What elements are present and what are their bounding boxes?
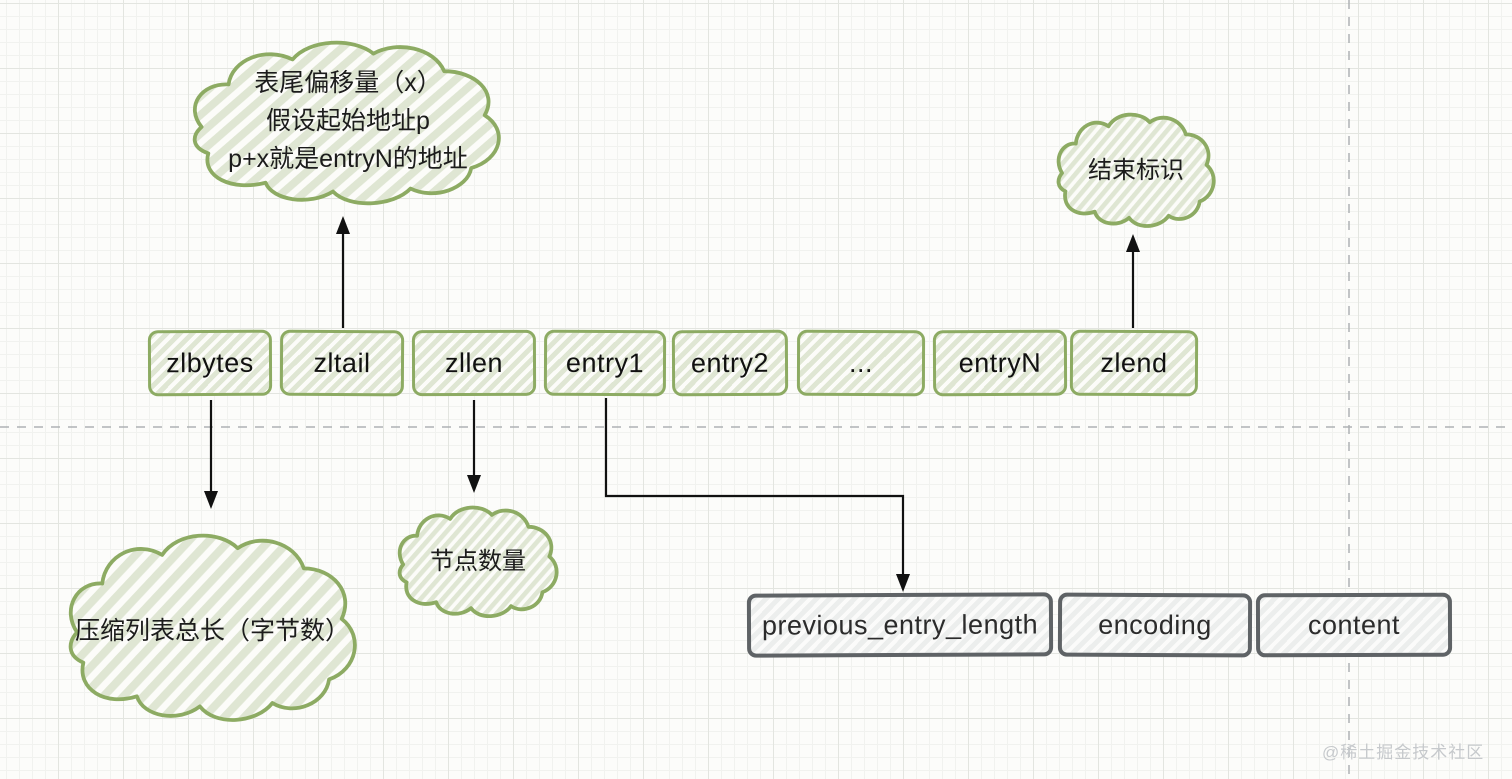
- cloud-zllen-note: [400, 507, 557, 616]
- cloud-zlend-note: [1059, 115, 1214, 226]
- cell-encoding: encoding: [1057, 592, 1253, 658]
- arrow-zlend-to-note: [1126, 234, 1140, 328]
- cell-zltail: zltail: [279, 329, 405, 397]
- cell-content: content: [1255, 592, 1453, 658]
- cloud-zlbytes-note: [71, 536, 355, 720]
- cell-previous-entry-length: previous_entry_length: [746, 592, 1054, 658]
- cloud-zltail-note: [195, 43, 499, 204]
- arrow-entry1-to-entry-detail: [604, 398, 910, 592]
- cell-zllen: zllen: [411, 329, 537, 397]
- juejin-watermark: @稀土掘金技术社区: [1322, 743, 1485, 762]
- arrow-zlbytes-to-note: [204, 400, 218, 509]
- cell-entry1: entry1: [543, 329, 667, 397]
- cell-entry2: entry2: [671, 329, 789, 397]
- arrow-zltail-to-note: [336, 216, 350, 328]
- cell-entryN: entryN: [932, 329, 1068, 397]
- cell-ellipsis: ...: [796, 329, 926, 397]
- arrow-zllen-to-note: [467, 400, 481, 493]
- cell-zlend: zlend: [1069, 329, 1199, 397]
- cell-zlbytes: zlbytes: [147, 329, 273, 397]
